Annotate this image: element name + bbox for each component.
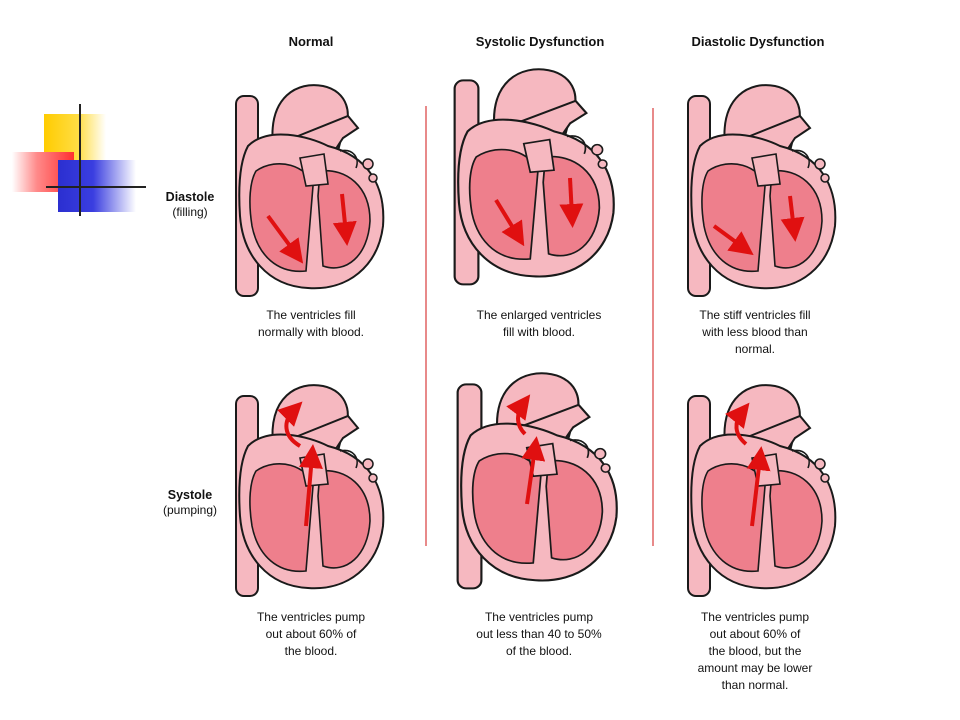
caption-diastolic-diastole: The stiff ventricles fill with less bloo…	[699, 308, 811, 356]
row-subtitle: (pumping)	[162, 503, 218, 517]
row-label-systole: Systole (pumping)	[150, 488, 230, 518]
heart-normal-systole	[228, 376, 388, 597]
column-separator	[652, 108, 654, 546]
caption-normal-diastole: The ventricles fill normally with blood.	[257, 308, 365, 339]
decorative-horizontal-line	[46, 186, 146, 188]
row-title: Diastole	[165, 190, 215, 204]
heart-systolic-systole	[455, 364, 618, 590]
heart-normal-diastole	[228, 76, 388, 297]
caption-systolic-diastole: The enlarged ventricles fill with blood.	[476, 308, 602, 339]
row-subtitle: (filling)	[172, 205, 208, 219]
caption-normal-systole: The ventricles pump out about 60% of the…	[256, 610, 366, 658]
heart-diastolic-systole	[680, 376, 840, 597]
caption-diastolic-systole: The ventricles pump out about 60% of the…	[697, 610, 813, 692]
column-heading-diastolic: Diastolic Dysfunction	[691, 34, 825, 49]
heart-systolic-diastole	[452, 60, 615, 286]
column-heading-systolic: Systolic Dysfunction	[475, 34, 605, 49]
column-separator	[425, 106, 427, 546]
decorative-vertical-line	[79, 104, 81, 216]
heart-diastolic-diastole	[680, 76, 840, 297]
row-label-diastole: Diastole (filling)	[150, 190, 230, 220]
caption-systolic-systole: The ventricles pump out less than 40 to …	[476, 610, 602, 658]
column-heading-normal: Normal	[288, 34, 334, 49]
row-title: Systole	[167, 488, 213, 502]
